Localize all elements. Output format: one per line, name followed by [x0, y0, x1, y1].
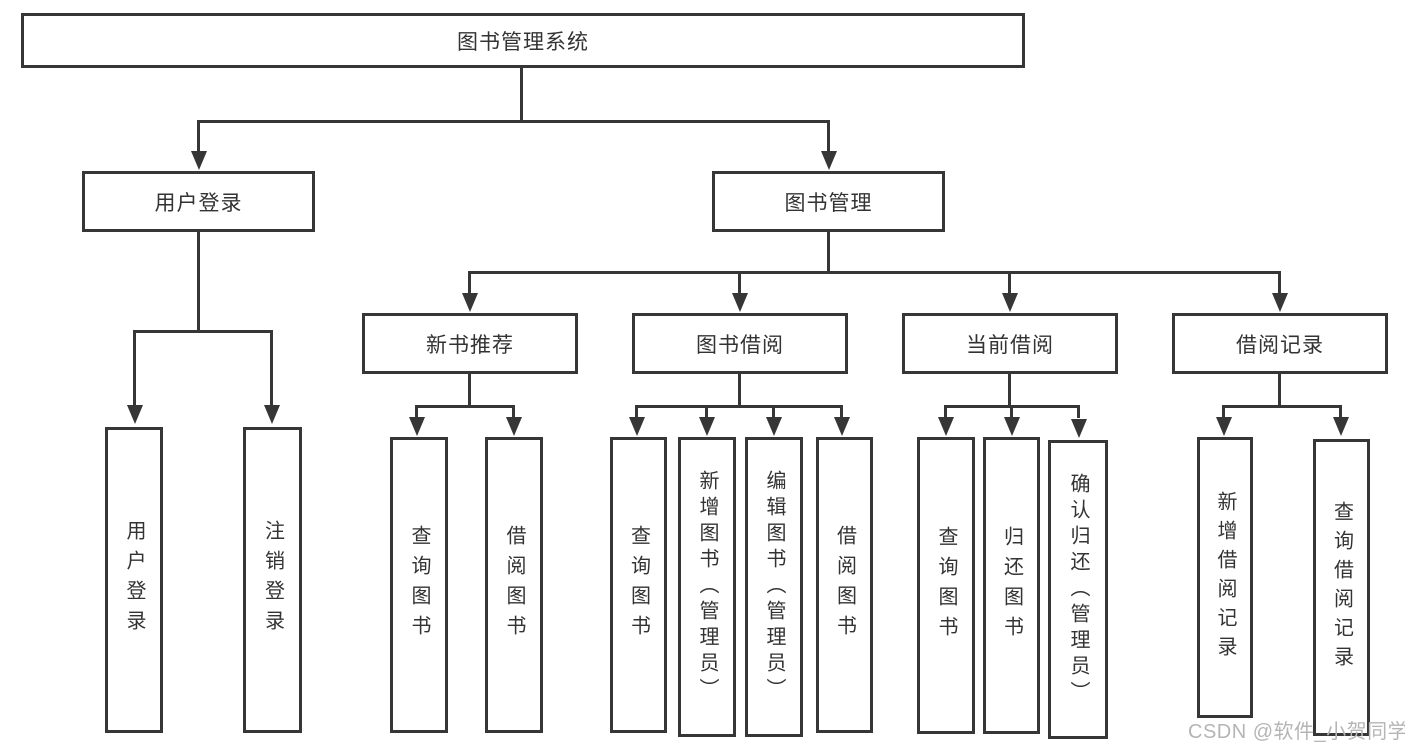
connector-vline: [840, 405, 843, 418]
arrowhead-down-icon: [732, 293, 748, 312]
connector-vline: [772, 405, 775, 418]
arrowhead-down-icon: [821, 151, 837, 170]
connector-vline: [512, 405, 515, 418]
node-label: 新增图书（管理员）: [696, 470, 718, 704]
node-bb-edit-books-admin: 编辑图书（管理员）: [745, 437, 803, 737]
node-new-book-recommend: 新书推荐: [362, 313, 578, 374]
connector-vline: [133, 330, 136, 406]
connector-vline: [1010, 405, 1013, 418]
node-label: 查询借阅记录: [1330, 500, 1353, 675]
arrowhead-down-icon: [1333, 417, 1349, 436]
connector-vline: [1077, 405, 1080, 418]
connector-hline: [133, 330, 273, 333]
arrowhead-down-icon: [191, 151, 207, 170]
node-bb-query-books: 查询图书: [610, 437, 667, 733]
connector-hline: [468, 271, 1281, 274]
connector-vline: [1278, 271, 1281, 295]
watermark-text: CSDN @软件_小贺同学: [1188, 721, 1405, 743]
arrowhead-down-icon: [127, 405, 143, 424]
node-label: 当前借阅: [966, 333, 1054, 357]
node-label: 归还图书: [1000, 525, 1023, 646]
connector-vline: [738, 374, 741, 408]
node-label: 借阅记录: [1236, 333, 1324, 357]
node-label: 新增借阅记录: [1214, 490, 1236, 665]
node-label: 编辑图书（管理员）: [763, 470, 785, 704]
node-label: 图书管理: [784, 191, 873, 215]
arrowhead-down-icon: [1002, 293, 1018, 312]
node-logout-action: 注销登录: [243, 427, 302, 733]
arrowhead-down-icon: [1216, 417, 1232, 436]
arrowhead-down-icon: [409, 417, 425, 436]
node-label: 注销登录: [261, 520, 284, 640]
arrowhead-down-icon: [1071, 419, 1087, 438]
node-user-login-action: 用户登录: [105, 427, 163, 733]
arrowhead-down-icon: [766, 417, 782, 436]
connector-vline: [635, 405, 638, 418]
connector-vline: [1278, 374, 1281, 408]
connector-hline: [415, 405, 515, 408]
node-bb-borrow-books: 借阅图书: [816, 437, 873, 733]
arrowhead-down-icon: [264, 405, 280, 424]
arrowhead-down-icon: [462, 293, 478, 312]
node-label: 用户登录: [123, 520, 145, 640]
node-label: 图书借阅: [696, 333, 784, 357]
node-bb-add-books-admin: 新增图书（管理员）: [678, 437, 736, 737]
connector-hline: [1222, 405, 1342, 408]
arrowhead-down-icon: [699, 417, 715, 436]
node-br-query-record: 查询借阅记录: [1313, 439, 1370, 736]
arrowhead-down-icon: [629, 417, 645, 436]
node-book-borrowing: 图书借阅: [632, 313, 848, 374]
connector-hline: [197, 120, 830, 123]
node-label: 借阅图书: [833, 525, 856, 645]
node-label: 新书推荐: [426, 333, 514, 357]
connector-hline: [635, 405, 843, 408]
arrowhead-down-icon: [1004, 417, 1020, 436]
connector-vline: [468, 271, 471, 295]
connector-vline: [1339, 405, 1342, 418]
connector-vline: [520, 68, 523, 123]
node-label: 图书管理系统: [457, 30, 589, 54]
connector-vline: [827, 120, 830, 154]
connector-vline: [705, 405, 708, 418]
node-br-add-record: 新增借阅记录: [1197, 437, 1253, 718]
connector-vline: [944, 405, 947, 418]
node-label: 查询图书: [935, 525, 957, 646]
arrowhead-down-icon: [938, 417, 954, 436]
node-borrowing-records: 借阅记录: [1172, 313, 1388, 374]
node-label: 查询图书: [627, 525, 650, 645]
connector-vline: [1222, 405, 1225, 418]
node-label: 用户登录: [154, 191, 243, 215]
node-root-system: 图书管理系统: [21, 13, 1025, 68]
arrowhead-down-icon: [506, 417, 522, 436]
connector-vline: [415, 405, 418, 418]
connector-vline: [827, 232, 830, 274]
connector-vline: [1008, 271, 1011, 295]
node-cb-query-books: 查询图书: [917, 437, 975, 734]
node-cb-return-books: 归还图书: [983, 437, 1040, 734]
node-book-management: 图书管理: [712, 171, 945, 232]
node-cb-confirm-return-admin: 确认归还（管理员）: [1048, 440, 1108, 739]
node-label: 确认归还（管理员）: [1067, 472, 1089, 707]
connector-vline: [197, 232, 200, 332]
connector-vline: [197, 120, 200, 154]
connector-vline: [270, 330, 273, 406]
node-user-login: 用户登录: [82, 171, 315, 232]
node-label: 查询图书: [408, 525, 430, 645]
node-label: 借阅图书: [503, 525, 525, 645]
arrowhead-down-icon: [1272, 293, 1288, 312]
connector-vline: [468, 374, 471, 408]
connector-vline: [738, 271, 741, 295]
connector-vline: [1008, 374, 1011, 408]
node-current-borrowing: 当前借阅: [902, 313, 1118, 374]
arrowhead-down-icon: [834, 417, 850, 436]
node-nbr-borrow-books: 借阅图书: [485, 437, 543, 733]
node-nbr-query-books: 查询图书: [390, 437, 448, 733]
